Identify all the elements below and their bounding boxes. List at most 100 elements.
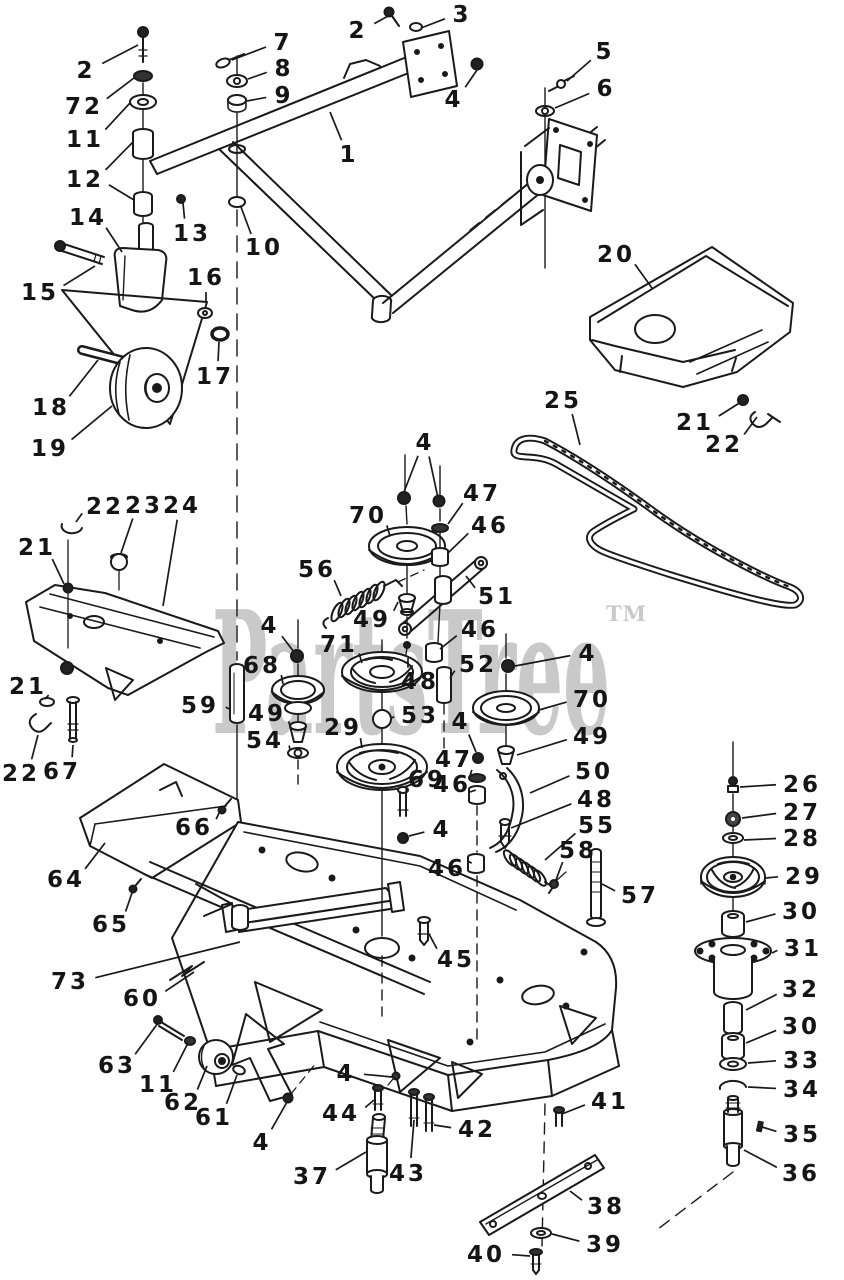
part-callout-label: 17 — [196, 364, 234, 390]
frame-mount-plate — [402, 30, 458, 98]
leader-line — [196, 1065, 208, 1090]
part-callout-label: 29 — [785, 864, 823, 890]
leader-line — [68, 359, 99, 397]
part-callout-label: 47 — [463, 481, 501, 507]
leader-line — [601, 883, 616, 892]
leader-line — [569, 1190, 583, 1201]
leader-line — [745, 993, 778, 1011]
part-callout-label: 40 — [467, 1242, 505, 1268]
caster-bushings — [197, 307, 230, 342]
leader-line — [566, 59, 592, 82]
pulley-column-a — [368, 454, 446, 639]
part-callout-label: 11 — [139, 1072, 177, 1098]
leader-line — [529, 775, 570, 794]
part-callout-label: 49 — [248, 701, 286, 727]
part-callout-label: 72 — [65, 94, 103, 120]
leader-line — [215, 810, 221, 820]
part-callout-label: 73 — [51, 969, 89, 995]
leader-line — [288, 745, 291, 751]
leader-line — [84, 842, 106, 870]
part-callout-label: 5 — [595, 39, 614, 65]
part-callout-label: 31 — [784, 936, 822, 962]
part-callout-label: 2 — [348, 18, 367, 44]
leader-line — [392, 601, 399, 612]
part-callout-label: 4 — [432, 817, 451, 843]
leader-line — [447, 532, 469, 554]
part-callout-label: 58 — [559, 838, 597, 864]
part-callout-label: 48 — [401, 669, 439, 695]
leader-line — [745, 913, 776, 923]
part-callout-label: 7 — [273, 30, 292, 56]
part-callout-label: 46 — [433, 772, 471, 798]
spindle-shaft-left — [366, 1113, 388, 1194]
leader-line — [449, 670, 456, 679]
leader-line — [30, 734, 39, 760]
spring-upper — [322, 569, 425, 629]
part-callout-label: 2 — [76, 58, 95, 84]
part-callout-label: 49 — [353, 607, 391, 633]
part-callout-label: 4 — [336, 1061, 355, 1087]
leader-line — [516, 738, 568, 756]
leader-line — [391, 715, 395, 719]
part-callout-label: 42 — [458, 1117, 496, 1143]
leader-line — [51, 558, 65, 585]
roller-assembly — [153, 1015, 317, 1104]
leader-line — [739, 783, 777, 788]
leader-line — [162, 519, 179, 607]
part-callout-label: 30 — [782, 899, 820, 925]
leader-line — [511, 1253, 531, 1257]
leader-line — [333, 579, 342, 597]
leader-line — [447, 502, 464, 525]
leader-line — [287, 721, 292, 730]
leader-line — [718, 401, 742, 417]
leader-line — [408, 831, 425, 837]
part-callout-label: 70 — [573, 687, 611, 713]
leader-line — [75, 512, 83, 523]
part-callout-label: 4 — [451, 709, 470, 735]
hardware-column-b — [425, 465, 452, 753]
leader-line — [385, 525, 391, 537]
part-callout-label: 52 — [459, 652, 497, 678]
leader-line — [745, 1029, 777, 1044]
part-callout-label: 68 — [243, 653, 281, 679]
part-callout-label: 22 — [86, 494, 124, 520]
leader-line — [71, 744, 74, 758]
part-callout-label: 8 — [274, 56, 293, 82]
part-callout-label: 67 — [43, 759, 81, 785]
part-callout-label: 4 — [415, 430, 434, 456]
part-callout-label: 34 — [783, 1077, 821, 1103]
leader-line — [358, 653, 363, 664]
leader-line — [225, 1074, 238, 1105]
part-callout-label: 62 — [164, 1090, 202, 1116]
leader-line — [747, 1086, 777, 1090]
leader-line — [104, 141, 134, 171]
rear-hanger-bracket — [520, 75, 598, 269]
leader-line — [551, 1233, 580, 1243]
part-callout-label: 33 — [783, 1048, 821, 1074]
leader-line — [433, 1124, 452, 1129]
part-callout-label: 38 — [587, 1194, 625, 1220]
leader-line — [761, 1126, 777, 1133]
leader-line — [172, 1042, 189, 1073]
part-callout-label: 46 — [461, 617, 499, 643]
leader-line — [108, 184, 135, 201]
part-callout-label: 22 — [2, 761, 40, 787]
leader-line — [439, 635, 458, 650]
leader-line — [765, 875, 779, 879]
leader-line — [95, 941, 241, 979]
part-callout-label: 61 — [195, 1105, 233, 1131]
leader-line — [514, 654, 571, 667]
leader-line — [403, 455, 419, 493]
leader-line — [280, 674, 284, 685]
leader-line — [538, 701, 567, 711]
leader-line — [510, 803, 572, 829]
part-callout-label: 3 — [452, 2, 471, 28]
part-callout-label: 21 — [9, 674, 47, 700]
leader-line — [217, 341, 220, 362]
part-callout-label: 66 — [175, 815, 213, 841]
part-callout-label: 63 — [98, 1053, 136, 1079]
part-callout-label: 69 — [408, 767, 446, 793]
part-callout-label: 4 — [444, 87, 463, 113]
